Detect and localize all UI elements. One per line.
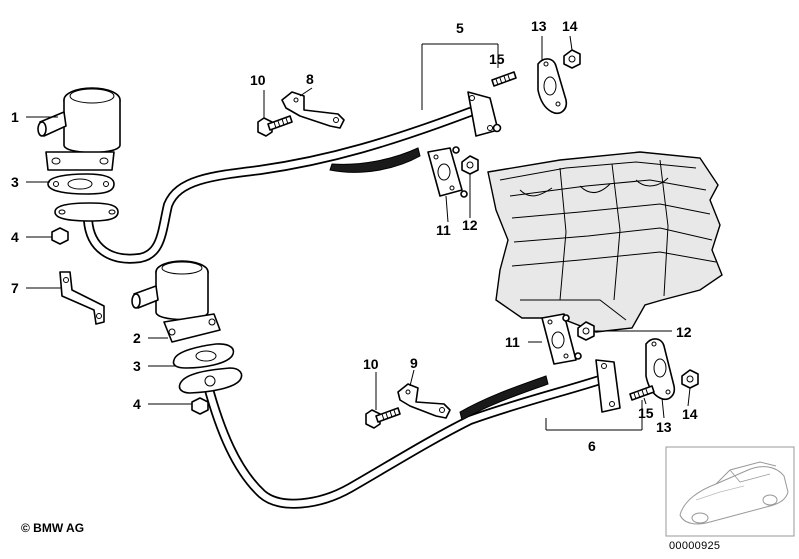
callout-7: 7 <box>11 280 19 296</box>
callout-15-upper: 15 <box>489 51 505 67</box>
stud-upper <box>491 71 517 87</box>
air-pump-valve-upper <box>37 87 121 171</box>
callout-4-upper: 4 <box>11 229 19 245</box>
callout-3-upper: 3 <box>11 174 19 190</box>
air-injection-tube-upper <box>54 91 502 264</box>
bolt-upper <box>257 115 293 137</box>
air-pump-valve-lower <box>131 260 221 343</box>
callout-9: 9 <box>410 355 418 371</box>
callout-12-upper: 12 <box>462 217 478 233</box>
callout-10-upper: 10 <box>250 72 266 88</box>
copyright-label: © BMW AG <box>21 521 85 535</box>
callout-13-upper: 13 <box>531 18 547 34</box>
vehicle-thumbnail <box>665 446 795 537</box>
bracket <box>59 271 105 325</box>
nut-12-upper <box>461 155 479 175</box>
gasket-13-upper <box>537 58 568 115</box>
gasket-upper <box>47 173 115 195</box>
flange-gasket-upper <box>427 146 468 198</box>
stud-lower <box>629 385 655 401</box>
leader-lines <box>26 35 691 431</box>
callout-11-upper: 11 <box>436 222 451 238</box>
callout-1: 1 <box>11 109 19 125</box>
callout-13-lower: 13 <box>656 419 672 435</box>
engine-block <box>487 151 723 333</box>
nut-14-upper <box>563 49 581 69</box>
callout-4-lower: 4 <box>133 396 141 412</box>
callout-11-lower: 11 <box>505 334 520 350</box>
callout-6: 6 <box>588 438 596 454</box>
callout-12-lower: 12 <box>676 324 692 340</box>
nut-upper <box>51 227 69 245</box>
flange-gasket-lower <box>541 313 582 365</box>
callout-14-lower: 14 <box>682 406 698 422</box>
callouts: 1 3 4 7 2 3 4 5 6 8 9 10 10 11 11 12 12 … <box>11 18 698 454</box>
nut-lower <box>191 397 209 415</box>
bracket-clamp-lower <box>397 383 451 419</box>
callout-2: 2 <box>133 330 141 346</box>
document-number: 00000925 <box>669 540 721 552</box>
gasket-lower <box>172 343 235 369</box>
nut-14-lower <box>681 369 699 389</box>
callout-14-upper: 14 <box>562 18 578 34</box>
callout-5: 5 <box>456 20 464 36</box>
callout-3-lower: 3 <box>133 358 141 374</box>
bracket-clamp-upper <box>281 91 345 129</box>
air-injection-tube-lower <box>178 359 621 509</box>
callout-10-lower: 10 <box>363 356 379 372</box>
bolt-lower <box>365 407 401 429</box>
callout-15-lower: 15 <box>638 405 654 421</box>
nut-12-lower <box>577 321 595 341</box>
callout-8: 8 <box>306 71 314 87</box>
